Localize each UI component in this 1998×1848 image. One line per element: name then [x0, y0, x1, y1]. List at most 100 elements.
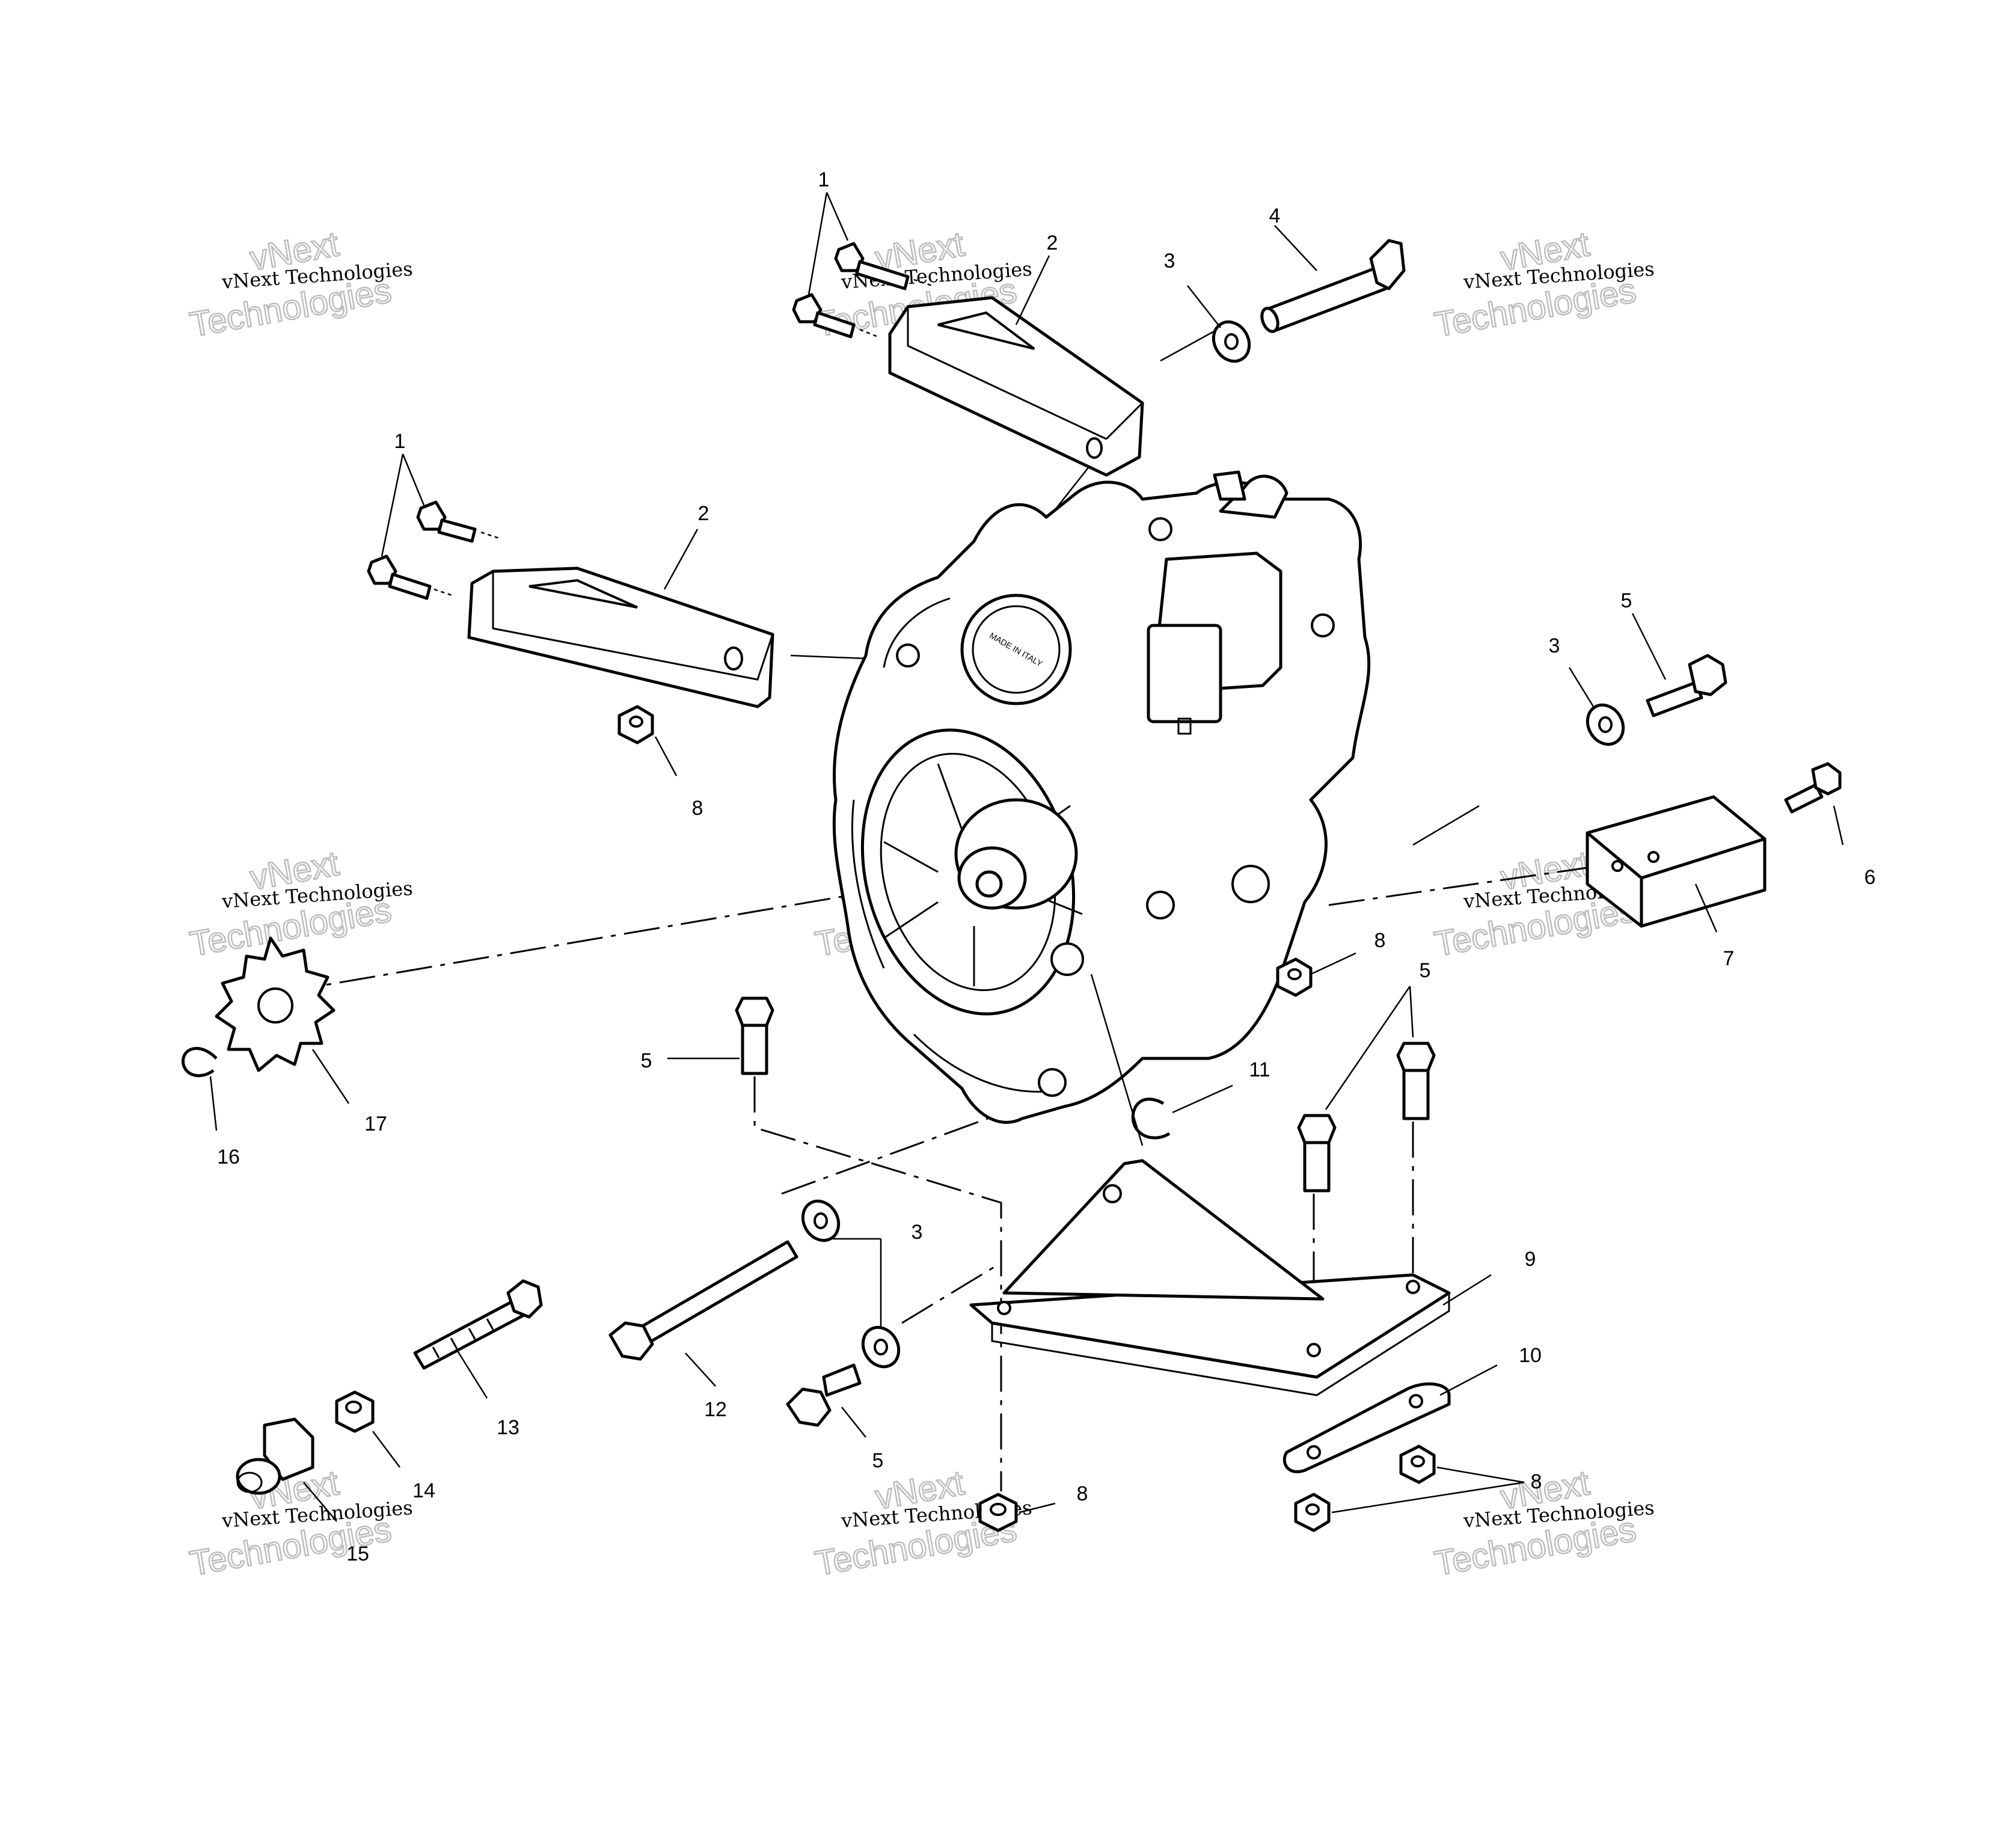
right-boss	[1231, 865, 1270, 903]
leader-8d-a	[1436, 1466, 1525, 1484]
housing-flange-edge	[851, 597, 1047, 1093]
bolt-path	[859, 328, 878, 338]
left-boss	[896, 643, 920, 668]
bolt-head	[1396, 1042, 1436, 1072]
inspection-cover	[960, 594, 1072, 705]
leader-1b-b	[381, 453, 404, 557]
pin-shank	[1264, 266, 1388, 333]
callout-6: 6	[1865, 866, 1876, 889]
long-bolt-12	[608, 1240, 798, 1361]
stud-head	[506, 1279, 543, 1319]
callout-4: 4	[1269, 204, 1281, 227]
leader-11	[1172, 1084, 1233, 1114]
washer-hole	[814, 1212, 828, 1229]
callout-14: 14	[412, 1479, 435, 1502]
callout-10: 10	[1519, 1344, 1542, 1367]
washer-3-top	[1212, 320, 1251, 363]
bolt-5-right	[1646, 654, 1727, 717]
nut-8-mid	[1276, 957, 1313, 997]
watermark-bottom-right: vNext Technologies vNext Technologies	[1431, 1463, 1655, 1584]
watermark-top-left: vNext Technologies vNext Technologies	[186, 224, 414, 345]
leader-10	[1439, 1364, 1498, 1396]
callout-3-lower: 3	[912, 1221, 923, 1244]
bolt-shank	[1784, 783, 1824, 814]
bolt-5-right-vertical	[1396, 1042, 1436, 1120]
nut-hole	[990, 1503, 1007, 1516]
pin-4	[1260, 239, 1406, 333]
leader-16	[209, 1076, 218, 1131]
strap-body	[1282, 1382, 1451, 1473]
upper-arm-cutout	[937, 311, 1035, 350]
plate-hole-left	[997, 1301, 1011, 1315]
leader-5a	[1631, 613, 1667, 680]
arm-to-gearbox-line	[790, 654, 866, 660]
leader-15	[303, 1482, 337, 1522]
callout-5-right: 5	[1621, 589, 1632, 612]
bolt-5-center-vertical	[1297, 1114, 1337, 1193]
callout-3-right: 3	[1549, 634, 1560, 657]
callout-9: 9	[1525, 1248, 1536, 1271]
callout-8-bottom: 8	[1077, 1482, 1088, 1505]
centerline-washer	[781, 1111, 1005, 1195]
bolt-path	[434, 588, 453, 597]
watermark-bottom-left: vNext Technologies vNext Technologies	[186, 1463, 414, 1584]
nut-hole	[345, 1401, 362, 1414]
callout-11: 11	[1249, 1058, 1270, 1081]
nut-hole	[1305, 1503, 1320, 1515]
clip-11	[1090, 974, 1171, 1146]
bolt-5-left-vertical	[735, 996, 774, 1075]
callout-leaders	[209, 192, 1844, 1522]
callout-5-bottom: 5	[872, 1449, 884, 1472]
callout-5-center: 5	[1420, 959, 1431, 982]
bolt-head	[1297, 1114, 1337, 1144]
watermark-top-right: vNext Technologies vNext Technologies	[1431, 224, 1655, 345]
bolt-shank	[1646, 681, 1703, 717]
leader-1a-a	[826, 192, 849, 241]
left-arm-edge	[492, 571, 774, 681]
block-side	[1640, 837, 1767, 928]
drain-plug-15	[236, 1417, 314, 1495]
bolt-shank	[813, 311, 856, 339]
bolt-shank	[1402, 1069, 1430, 1120]
callout-8-right: 8	[1531, 1470, 1542, 1493]
centerline-right-mount	[1328, 865, 1600, 906]
leader-8a	[654, 736, 678, 776]
plate-base	[969, 1273, 1451, 1379]
pin-end	[1260, 307, 1279, 333]
left-arm-cutout	[529, 579, 638, 609]
leader-3b	[1568, 667, 1595, 707]
centerline-washer-lower	[901, 1262, 1002, 1324]
leader-14	[372, 1431, 400, 1468]
leader-1b-a	[402, 453, 425, 506]
long-bolt-head	[608, 1321, 654, 1361]
nut-8-left	[617, 705, 654, 744]
callout-16: 16	[217, 1146, 240, 1168]
nut-hole	[1411, 1455, 1425, 1467]
bolt-head	[1811, 762, 1842, 796]
nut-8-right-a	[1399, 1444, 1436, 1484]
washer-3-right	[1586, 703, 1625, 746]
callout-3-top: 3	[1164, 250, 1175, 272]
bolt-1-top-b	[792, 293, 878, 339]
bolt-5-bottom	[786, 1363, 862, 1427]
upper-arm-body	[888, 296, 1144, 477]
nut-hole	[1287, 968, 1302, 980]
top-nut	[1213, 470, 1246, 501]
leader-4	[1274, 225, 1317, 271]
clip-ring	[1131, 1097, 1171, 1140]
strap-hole-b	[1409, 1394, 1423, 1408]
bolt-6	[1784, 762, 1842, 814]
washer-3-lower-b	[861, 1325, 901, 1369]
bolt-shank	[437, 518, 477, 543]
callout-5-left: 5	[641, 1049, 652, 1072]
washer-hole	[1598, 716, 1613, 733]
stud-bolt-13	[413, 1279, 543, 1370]
leader-12	[685, 1352, 716, 1387]
leader-2a	[1015, 255, 1050, 325]
washer-3-lower-a	[801, 1199, 841, 1242]
top-boss	[1148, 517, 1172, 541]
bolt-shank	[741, 1024, 768, 1075]
bolt-shank	[1303, 1141, 1331, 1193]
callout-2-top: 2	[1047, 232, 1058, 254]
